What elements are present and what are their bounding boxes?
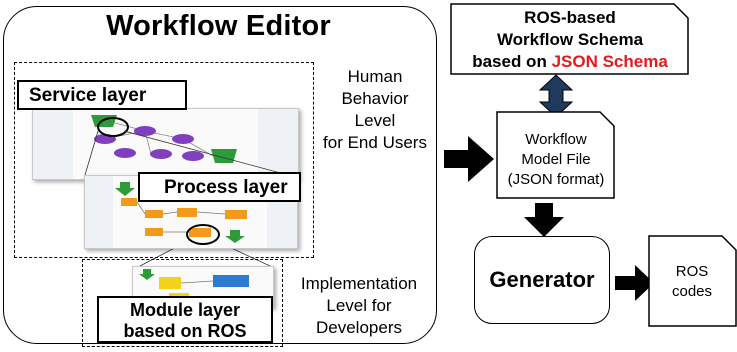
ros-codes-shape: [648, 235, 737, 327]
process-end-arrow: [225, 230, 245, 243]
service-node: [150, 149, 172, 159]
module-node: [159, 277, 181, 289]
implementation-level-text: Implementation Level for Developers: [300, 274, 418, 337]
process-layer-label: Process layer: [138, 172, 301, 202]
human-behavior-level-text: Human Behavior Level for End Users: [323, 67, 427, 152]
upper-dashed-region: [14, 62, 314, 258]
properties-panel: [258, 109, 298, 179]
process-node: [177, 208, 197, 217]
process-node: [121, 198, 137, 206]
model-file-text: Workflow Model File (JSON format): [507, 131, 605, 188]
schema-document-text: ROS-based Workflow Schema based on JSON …: [472, 8, 668, 71]
service-node: [182, 151, 204, 161]
down-arrow-icon: [524, 203, 564, 237]
service-node: [114, 148, 136, 158]
service-node: [134, 126, 156, 136]
right-arrow-icon: [615, 265, 654, 301]
process-start-arrow: [115, 182, 135, 196]
service-layer-graph: [33, 109, 298, 179]
module-node: [213, 275, 249, 287]
process-node: [225, 210, 247, 219]
service-highlight-circle: [97, 117, 129, 137]
process-node: [145, 210, 163, 218]
module-start-arrow: [139, 269, 155, 280]
generator-box: Generator: [474, 236, 610, 324]
schema-document-shape: [450, 3, 689, 75]
module-layer-label: Module layer based on ROS: [97, 296, 273, 343]
editor-title: Workflow Editor: [106, 10, 331, 42]
ros-codes-text: ROS codes: [671, 263, 713, 300]
process-node: [145, 228, 163, 236]
sidebar-panel: [33, 109, 73, 179]
right-arrow-icon: [444, 136, 494, 182]
lower-dashed-region: [82, 259, 283, 347]
model-file-shape: [496, 111, 615, 199]
service-node: [172, 134, 194, 144]
service-layer-label: Service layer: [17, 80, 187, 110]
process-highlight-circle: [186, 224, 220, 245]
